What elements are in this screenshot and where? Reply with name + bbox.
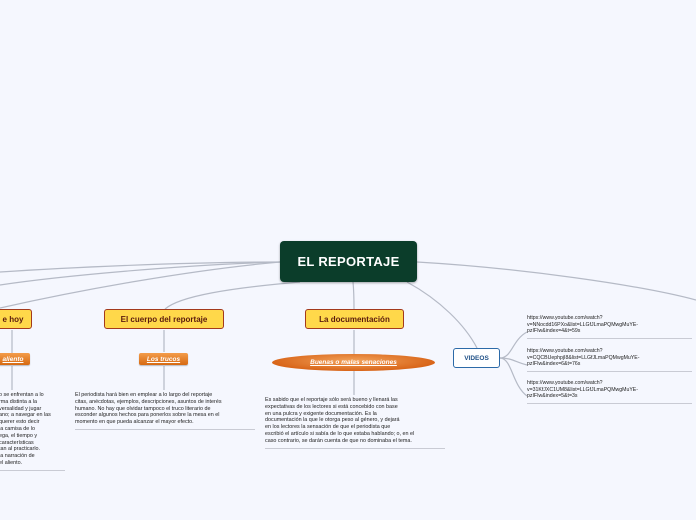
connector-central-videos — [406, 281, 478, 349]
topic-cuerpo-reportaje[interactable]: El cuerpo del reportaje — [104, 309, 224, 329]
topic-left[interactable]: e hoy — [0, 309, 32, 329]
note-cuerpo: El periodista hará bien en emplear a lo … — [75, 392, 255, 430]
video-link-1[interactable]: https://www.youtube.com/watch? v=NNocdd1… — [527, 315, 692, 339]
connector-central-right — [416, 261, 696, 301]
connector-videos-link-1 — [499, 331, 528, 359]
video-link-2[interactable]: https://www.youtube.com/watch? v=CQCBUep… — [527, 348, 692, 372]
topic-cuerpo-label: El cuerpo del reportaje — [120, 314, 208, 324]
note-left: o se enfrentan a lo rma distinta a la ve… — [0, 392, 65, 471]
connector-central-documentacion — [352, 281, 355, 310]
topic-videos-label: VIDEOS — [464, 354, 489, 362]
topic-documentacion-label: La documentación — [319, 314, 390, 324]
connector-videos-link-3 — [499, 357, 528, 397]
note-documentacion: Es sabido que el reportaje sólo será bue… — [265, 397, 445, 449]
topic-left-label: e hoy — [2, 314, 24, 324]
central-topic-label: EL REPORTAJE — [297, 254, 400, 269]
subtopic-buenas-malas-senaciones[interactable]: Buenas o malas senaciones — [272, 354, 435, 371]
connector-central-left-mid — [0, 261, 281, 286]
subtopic-trucos-label: Los trucos — [146, 355, 181, 363]
central-topic[interactable]: EL REPORTAJE — [280, 241, 417, 282]
subtopic-aliento[interactable]: aliento — [0, 353, 30, 365]
connector-central-left-top — [0, 261, 281, 273]
connector-central-left-low — [0, 261, 281, 309]
subtopic-los-trucos[interactable]: Los trucos — [139, 353, 188, 365]
topic-videos[interactable]: VIDEOS — [453, 348, 500, 368]
video-link-3[interactable]: https://www.youtube.com/watch? v=31KfJXC… — [527, 380, 692, 404]
topic-documentacion[interactable]: La documentación — [305, 309, 404, 329]
subtopic-senaciones-label: Buenas o malas senaciones — [310, 359, 397, 366]
subtopic-aliento-label: aliento — [2, 355, 24, 363]
connector-central-cuerpo — [164, 281, 301, 310]
